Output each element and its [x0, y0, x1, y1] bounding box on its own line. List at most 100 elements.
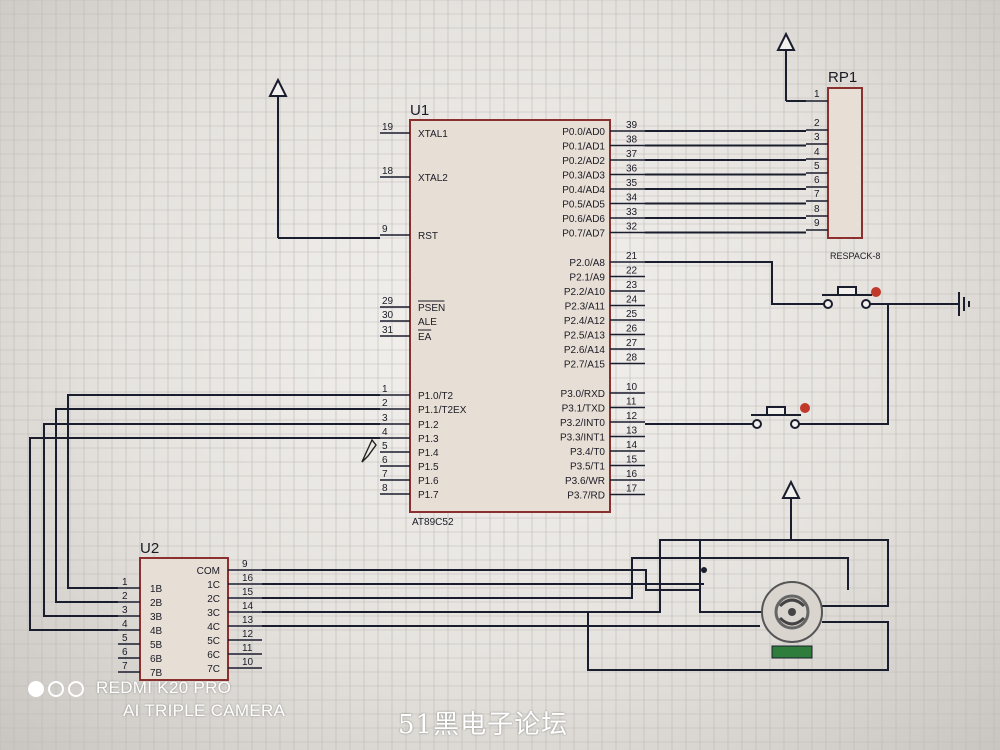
u1-pin-number: 30 — [382, 310, 394, 321]
wire-segment — [67, 394, 380, 589]
u1-pin-number: 9 — [382, 224, 388, 235]
u1-pin-name: P0.0/AD0 — [562, 127, 605, 138]
u1-pin-name: P3.0/RXD — [561, 389, 605, 400]
u1-pin-name: P0.6/AD6 — [562, 214, 605, 225]
u1-pin-name: P3.7/RD — [567, 491, 605, 502]
u2-pin-name: 1B — [150, 584, 163, 595]
u1-pin-number: 29 — [382, 296, 394, 307]
u1-pin-name: P3.4/T0 — [570, 447, 605, 458]
camera-watermark: REDMI K20 PRO AI TRIPLE CAMERA — [28, 676, 285, 722]
u1-pin-number: 21 — [626, 251, 638, 262]
u1-part-label: AT89C52 — [412, 517, 454, 528]
u1-pin-number: 5 — [382, 441, 388, 452]
u1-pin-name: P3.6/WR — [565, 476, 605, 487]
u2-pin-number: 14 — [242, 601, 254, 612]
u1-pin-number: 1 — [382, 384, 388, 395]
rp1-resistor-pack — [827, 87, 863, 239]
wire-segment — [262, 569, 700, 591]
u1-pin-number: 11 — [626, 397, 637, 408]
u1-pin-number: 10 — [626, 382, 638, 393]
rp1-ref-label: RP1 — [828, 69, 857, 86]
wire-segment — [43, 423, 380, 617]
u1-pin-number: 27 — [626, 338, 638, 349]
u1-pin-name: P3.1/TXD — [562, 404, 605, 415]
u1-pin-name: P0.5/AD5 — [562, 200, 605, 211]
u2-pin-name: COM — [197, 566, 220, 577]
u2-pin-name: 6C — [207, 650, 220, 661]
u2-pin-name: 2B — [150, 598, 163, 609]
camera-logo-icon — [28, 680, 84, 697]
u1-pin-number: 28 — [626, 353, 638, 364]
u1-pin-number: 17 — [626, 484, 638, 495]
rp1-pin-number: 8 — [814, 204, 820, 215]
u2-pin-number: 10 — [242, 657, 254, 668]
u2-pin-number: 13 — [242, 615, 254, 626]
u1-pin-name: P0.2/AD2 — [562, 156, 605, 167]
wire-segment — [587, 612, 889, 671]
motor-status-led — [771, 645, 813, 659]
ground-symbol — [892, 292, 970, 316]
u2-ref-label: U2 — [140, 540, 159, 557]
u1-pin-name: P3.5/T1 — [570, 462, 605, 473]
watermark-model-text: REDMI K20 PRO — [96, 678, 232, 697]
u1-pin-number: 26 — [626, 324, 638, 335]
u1-pin-number: 39 — [626, 120, 638, 131]
u1-pin-number: 18 — [382, 166, 394, 177]
u1-pin-number: 12 — [626, 411, 638, 422]
u1-pin-number: 8 — [382, 483, 388, 494]
u1-pin-number: 36 — [626, 164, 638, 175]
wires-layer — [29, 100, 892, 671]
rp1-pin-number: 3 — [814, 132, 820, 143]
u2-pin-number: 6 — [122, 647, 128, 658]
u1-pin-name: P2.2/A10 — [564, 287, 606, 298]
u2-pin-name: 5B — [150, 640, 163, 651]
u1-pin-number: 34 — [626, 193, 638, 204]
u1-pin-name: P2.3/A11 — [565, 302, 606, 313]
rp1-part-label: RESPACK-8 — [830, 251, 880, 261]
rp1-pin-number: 6 — [814, 175, 820, 186]
push-button-p20 — [822, 286, 872, 309]
u1-pin-number: 3 — [382, 413, 388, 424]
u2-pin-number: 4 — [122, 619, 128, 630]
u1-pin-name: P2.0/A8 — [569, 258, 605, 269]
u1-pin-name: P1.6 — [418, 476, 439, 487]
u1-pin-name: P1.2 — [418, 420, 439, 431]
u1-pin-name: PSEN — [418, 303, 445, 314]
wire-segment — [799, 304, 889, 425]
u2-pin-name: 6B — [150, 654, 163, 665]
wire-segment — [55, 408, 380, 603]
u1-pin-name: P0.4/AD4 — [562, 185, 605, 196]
u2-pin-number: 11 — [242, 643, 253, 654]
u1-pin-number: 32 — [626, 222, 638, 233]
u1-pin-name: P1.4 — [418, 448, 439, 459]
u2-pin-number: 3 — [122, 605, 128, 616]
u2-pin-number: 9 — [242, 559, 248, 570]
u2-pin-name: 3B — [150, 612, 163, 623]
power-terminal-motor — [781, 479, 801, 540]
u1-pin-name: ALE — [418, 317, 437, 328]
u2-pin-number: 1 — [122, 577, 128, 588]
rp1-pin-number: 2 — [814, 118, 820, 129]
u1-pin-number: 33 — [626, 207, 638, 218]
u1-pin-number: 2 — [382, 398, 388, 409]
u2-pin-name: 2C — [207, 594, 220, 605]
button-indicator-dot — [871, 287, 881, 297]
rp1-pin-number: 7 — [814, 189, 820, 200]
u1-pin-name: EA — [418, 332, 432, 343]
wire-segment — [29, 437, 380, 631]
u2-pin-number: 15 — [242, 587, 254, 598]
pins-layer: 19XTAL118XTAL29RST29PSEN30ALE31EA1P1.0/T… — [118, 89, 828, 679]
u2-pin-name: 7B — [150, 668, 163, 679]
u1-pin-number: 16 — [626, 469, 638, 480]
push-button-int0 — [751, 406, 801, 429]
u1-pin-number: 38 — [626, 135, 638, 146]
wire-junction — [701, 567, 707, 573]
u2-pin-number: 5 — [122, 633, 128, 644]
u2-pin-number: 16 — [242, 573, 254, 584]
u1-pin-number: 31 — [382, 325, 394, 336]
u1-pin-name: P1.7 — [418, 490, 439, 501]
wire-segment — [645, 261, 824, 305]
watermark-line-1: REDMI K20 PRO — [28, 676, 285, 699]
button-indicator-dot — [800, 403, 810, 413]
